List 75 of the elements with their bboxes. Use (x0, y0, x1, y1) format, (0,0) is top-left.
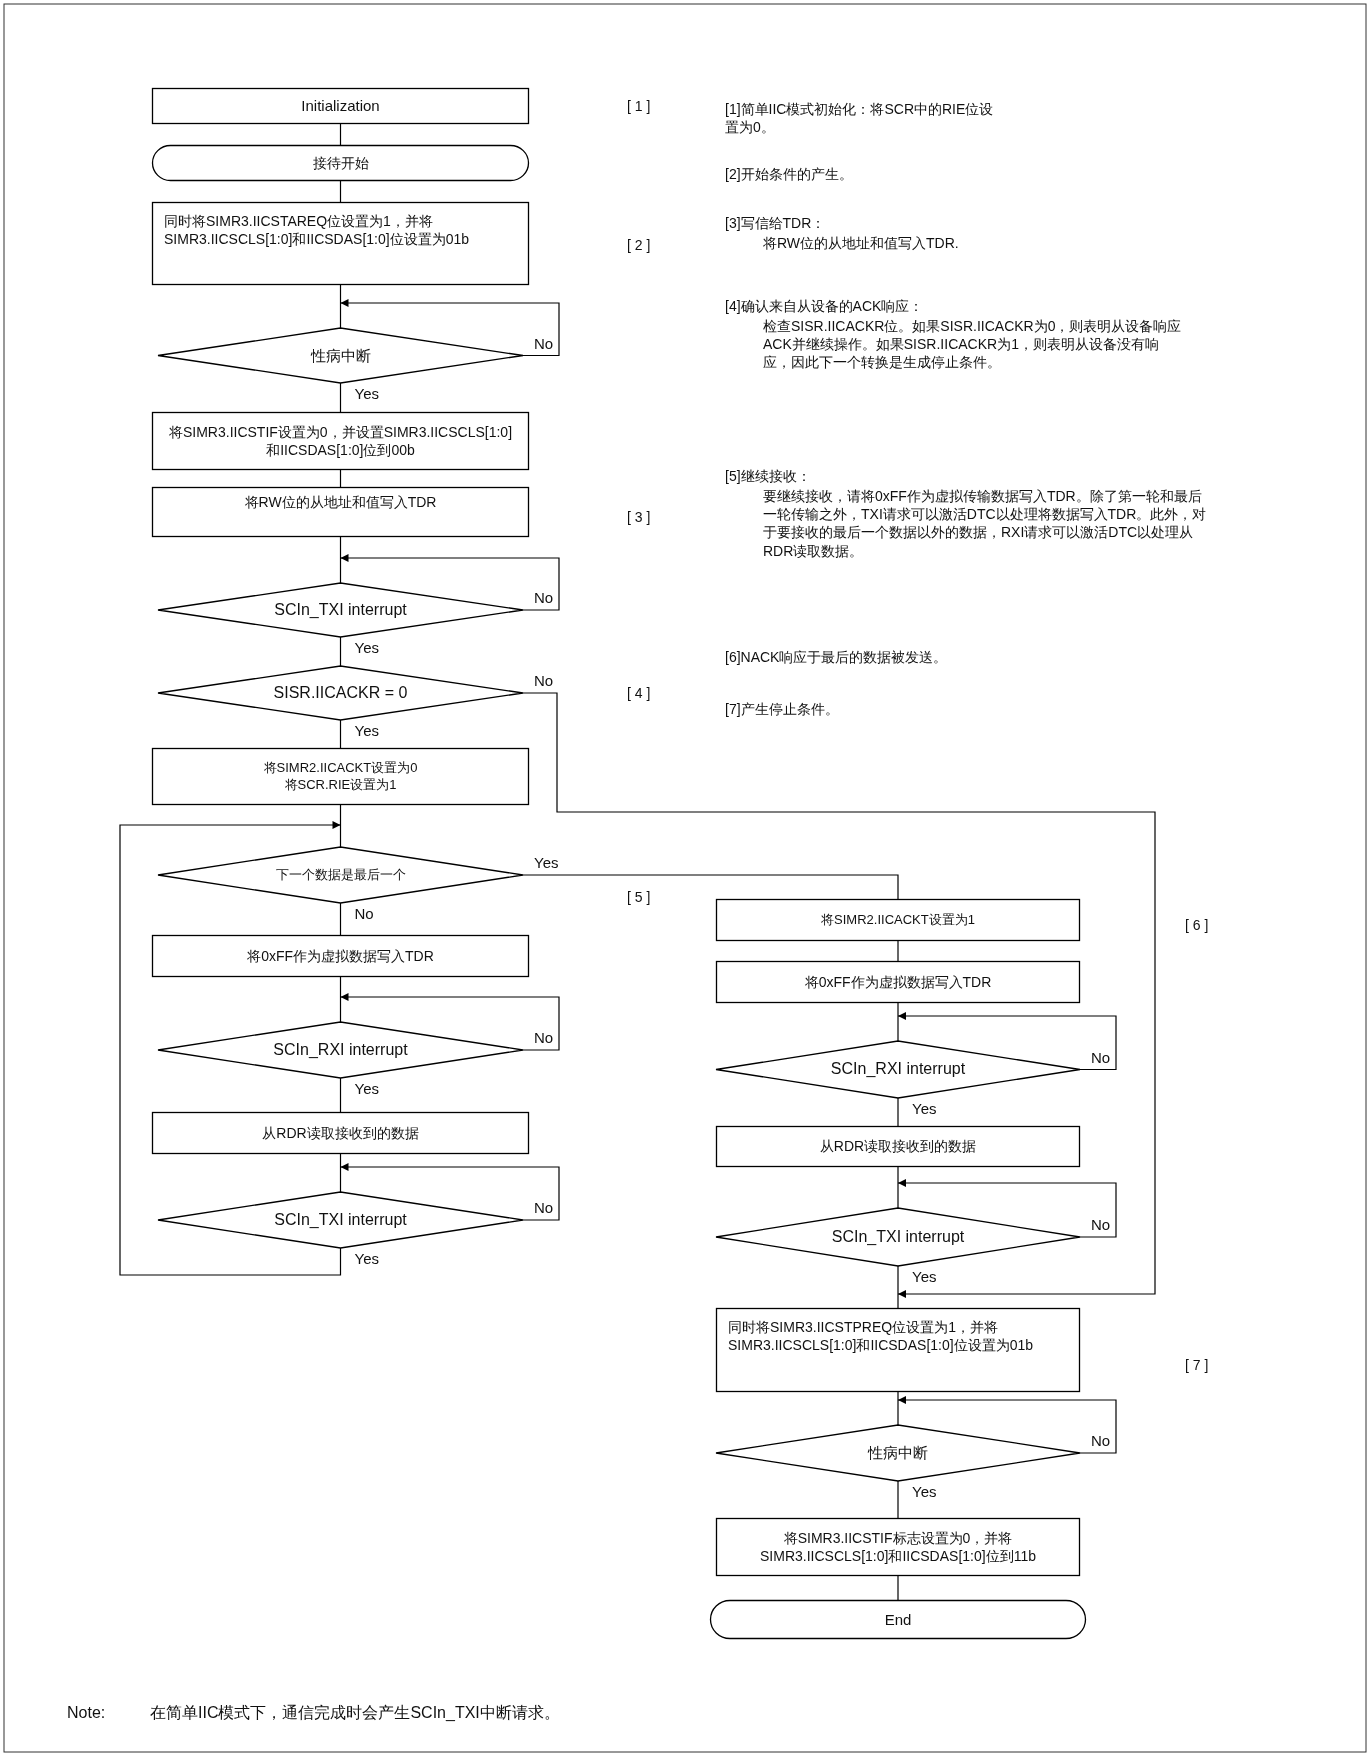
step-text: 将0xFF作为虚拟数据写入TDR (804, 972, 992, 992)
connector-arrow (897, 1396, 1117, 1454)
decision-diamond (716, 1425, 1080, 1481)
process-box (152, 412, 529, 470)
decision-diamond (158, 666, 523, 720)
step-text: 将0xFF作为虚拟数据写入TDR (247, 946, 434, 966)
decision-diamond (158, 847, 523, 903)
decision-diamond (158, 328, 523, 383)
step-number: [ 6 ] (1185, 916, 1210, 935)
note-text: [5]继续接收： (725, 467, 812, 486)
step-number: [ 1 ] (627, 97, 652, 116)
note-text: 将RW位的从地址和值写入TDR. (763, 234, 960, 253)
process-box (716, 1518, 1080, 1576)
step-number: [ 5 ] (627, 888, 652, 907)
step-text: End (884, 1609, 912, 1630)
decision-text: SCIn_TXI interrupt (831, 1226, 965, 1247)
process-box (152, 88, 529, 124)
step-text: 将SIMR3.IICSTIF标志设置为0，并将SIMR3.IICSCLS[1:0]和IICSDAS[1:0]位到11b (759, 1528, 1037, 1566)
process-box (152, 487, 529, 537)
terminator (152, 145, 529, 181)
step-text: 将SIMR3.IICSTIF设置为0，并设置SIMR3.IICSCLS[1:0]和IICSDAS[1:0]位到00b (167, 422, 514, 460)
decision-text: SCIn_RXI interrupt (273, 1039, 408, 1060)
connector-arrow (119, 821, 342, 1276)
note-text: [4]确认来自从设备的ACK响应： (725, 297, 925, 316)
decision-text: 性病中断 (310, 345, 371, 366)
connector-arrow (339, 554, 560, 611)
process-box (152, 748, 529, 805)
decision-text: SISR.IICACKR = 0 (273, 682, 408, 703)
connector-arrow (339, 299, 560, 357)
process-box (716, 899, 1080, 941)
step-number: [ 4 ] (627, 684, 652, 703)
decision-text: 下一个数据是最后一个 (275, 866, 406, 884)
connector-arrow (897, 1012, 1117, 1071)
step-number: [ 7 ] (1185, 1356, 1210, 1375)
note-text: [3]写信给TDR： (725, 214, 827, 233)
note-text: Note: (67, 1703, 107, 1723)
note-text: [6]NACK响应于最后的数据被发送。 (725, 648, 949, 667)
process-box (716, 1126, 1080, 1167)
decision-diamond (158, 583, 523, 637)
decision-diamond (158, 1022, 523, 1078)
decision-text: SCIn_RXI interrupt (830, 1059, 966, 1080)
process-box (152, 202, 529, 285)
connector-arrow (897, 1179, 1117, 1238)
connector-arrow (339, 1163, 560, 1221)
decision-text: 性病中断 (868, 1443, 928, 1463)
decision-text: SCIn_TXI interrupt (274, 1209, 407, 1230)
decision-diamond (716, 1041, 1080, 1098)
step-text: 接待开始 (312, 153, 369, 173)
note-text: [2]开始条件的产生。 (725, 165, 854, 184)
step-text: 将SIMR2.IICACKT设置为0 (263, 759, 418, 777)
note-text: 要继续接收，请将0xFF作为虚拟传输数据写入TDR。除了第一轮和最后一轮传输之外，TXI请求可以激活DTC以处理将数据写入TDR。此外，对于要接收的最后一个数据以外的数据，RXI请求可以激活DTC以处理从RDR读取数据。 (763, 487, 1208, 560)
terminator (710, 1600, 1086, 1639)
note-text: [1]简单IIC模式初始化：将SCR中的RIE位设置为0。 (725, 100, 995, 137)
step-text: 同时将SIMR3.IICSTPREQ位设置为1，并将SIMR3.IICSCLS[1:0]和IICSDAS[1:0]位设置为01b (728, 1318, 1034, 1355)
step-text: 从RDR读取接收到的数据 (819, 1137, 977, 1156)
step-text: 从RDR读取接收到的数据 (262, 1123, 419, 1143)
process-box (152, 1112, 529, 1154)
step-text: 将SIMR2.IICACKT设置为1 (821, 911, 975, 929)
note-text: 在简单IIC模式下，通信完成时会产生SCIn_TXI中断请求。 (150, 1703, 561, 1723)
process-box (716, 1308, 1080, 1392)
step-text: Initialization (301, 96, 380, 116)
connector-arrow (522, 692, 1156, 1298)
step-text: 将SCR.RIE设置为1 (284, 776, 397, 794)
decision-diamond (716, 1208, 1080, 1266)
process-box (152, 935, 529, 977)
step-number: [ 2 ] (627, 236, 652, 255)
connector-arrow (339, 993, 560, 1051)
decision-text: SCIn_TXI interrupt (274, 599, 407, 620)
decision-diamond (158, 1192, 523, 1248)
process-box (716, 961, 1080, 1003)
note-text: [7]产生停止条件。 (725, 700, 840, 719)
note-text: 检查SISR.IICACKR位。如果SISR.IICACKR为0，则表明从设备响应ACK并继续操作。如果SISR.IICACKR为1，则表明从设备没有响应，因此下一个转换是生成停止条件。 (763, 317, 1183, 372)
step-text: 将RW位的从地址和值写入TDR (244, 493, 437, 512)
step-text: 同时将SIMR3.IICSTAREQ位设置为1，并将SIMR3.IICSCLS[1:0]和IICSDAS[1:0]位设置为01b (164, 212, 470, 249)
step-number: [ 3 ] (627, 508, 652, 527)
